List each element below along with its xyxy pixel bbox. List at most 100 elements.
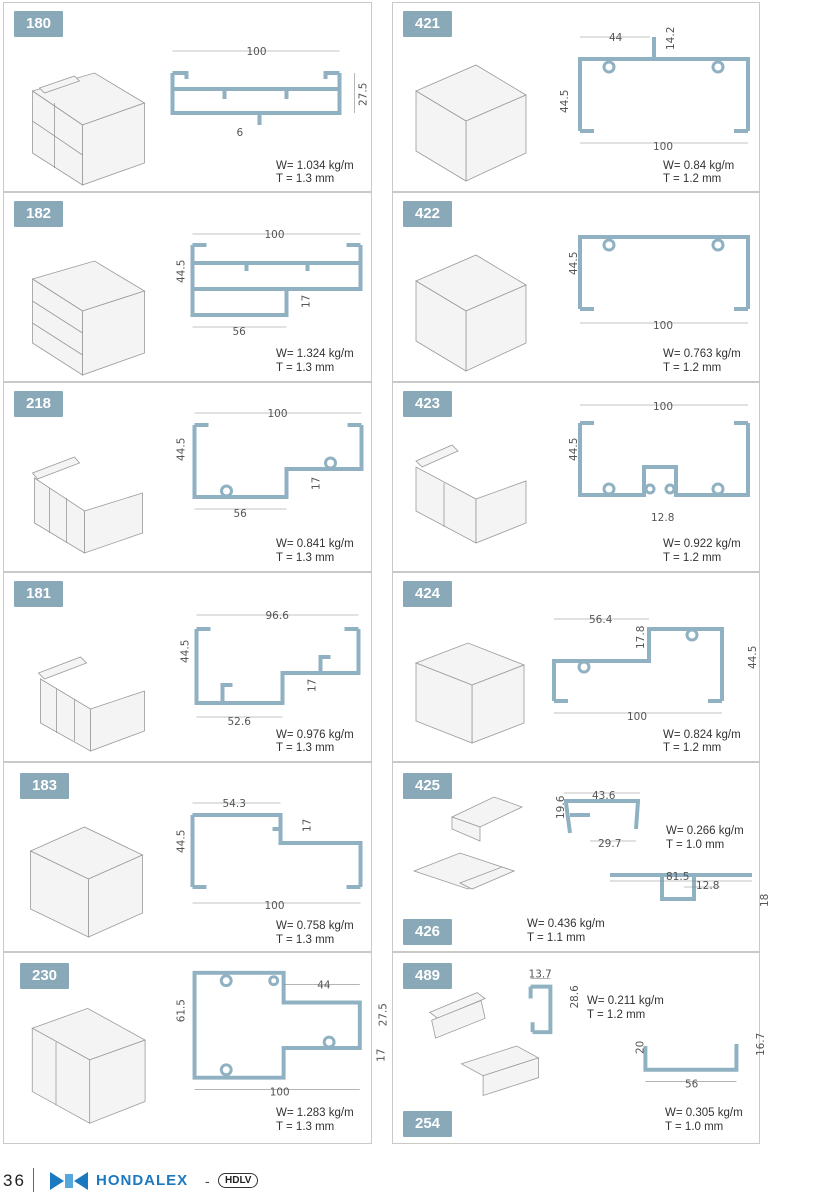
- dimension-label: 17: [376, 1049, 388, 1062]
- weight-spec: W= 0.211 kg/m: [587, 995, 664, 1007]
- profile-code-tag: 425: [403, 773, 453, 799]
- dimension-label: 44.5: [176, 260, 188, 283]
- dimension-label: 6: [237, 127, 244, 139]
- dimension-label: 44.5: [747, 646, 759, 669]
- dimension-label: 44.5: [180, 640, 192, 663]
- thickness-spec: T = 1.3 mm: [276, 173, 335, 185]
- profile-illustration: 100 44.5 17 56: [31, 408, 364, 554]
- dimension-label: 12.8: [696, 880, 719, 892]
- profile-illustration: 54.3 44.5 17 100: [29, 798, 363, 938]
- dimension-label: 56: [234, 508, 248, 520]
- profile-card-421: 421 44 14.2 44.5 100 W= 0.84 kg/m T = 1.…: [392, 2, 760, 192]
- weight-spec: W= 1.324 kg/m: [276, 348, 354, 360]
- profile-illustration: 100 27.5 6: [31, 46, 370, 186]
- weight-spec: W= 1.034 kg/m: [276, 160, 354, 172]
- thickness-spec: T = 1.2 mm: [587, 1009, 646, 1021]
- page-number: 36: [3, 1171, 26, 1190]
- profile-code-tag: 424: [403, 581, 453, 607]
- dimension-label: 44.5: [176, 438, 188, 461]
- dimension-label: 54.3: [223, 798, 246, 810]
- brand-name: HONDALEX: [96, 1172, 189, 1189]
- dimension-label: 96.6: [266, 610, 290, 622]
- dimension-label: 27.5: [358, 83, 370, 106]
- weight-spec: W= 0.305 kg/m: [665, 1107, 743, 1119]
- dimension-label: 44: [317, 980, 331, 992]
- profile-code-tag: 180: [14, 11, 64, 37]
- profile-card-424: 424 56.4 17.8 44.5 100 W= 0.824 kg/m T =…: [392, 572, 760, 762]
- dimension-label: 17: [311, 477, 323, 490]
- profile-code-tag: 423: [403, 391, 453, 417]
- profile-card-181: 181 96.6 44.5 17 52.6 W= 0.976 kg/m T = …: [3, 572, 372, 762]
- weight-spec: W= 0.763 kg/m: [663, 348, 741, 360]
- dimension-label: 61.5: [176, 999, 188, 1022]
- dimension-label: 100: [268, 408, 288, 420]
- dimension-label: 44.5: [176, 830, 188, 853]
- profile-illustration: 100 44.5 12.8: [415, 401, 750, 544]
- dimension-label: 16.7: [755, 1033, 767, 1056]
- dimension-label: 17: [301, 295, 313, 308]
- dimension-label: 100: [270, 1087, 290, 1099]
- profile-card-218: 218 100 44.5 17 56 W= 0.841 kg/m T = 1.3…: [3, 382, 372, 572]
- thickness-spec: T = 1.2 mm: [663, 362, 722, 374]
- profile-illustration: 56.4 17.8 44.5 100: [414, 614, 759, 744]
- thickness-spec: T = 1.3 mm: [276, 934, 335, 946]
- weight-spec: W= 0.266 kg/m: [666, 825, 744, 837]
- profile-card-180: 180 100 27.5 6 W= 1.034 kg/m T = 1.3 mm: [3, 2, 372, 192]
- profile-illustration: 43.6 19.6 29.7 81.5 12.8 18: [412, 790, 771, 907]
- dimension-label: 100: [627, 711, 647, 723]
- dimension-label: 100: [247, 46, 267, 58]
- profile-card-489-254: 489 254 13.7 28.6 20 16.7 56 W= 0.211 kg…: [392, 952, 767, 1144]
- dimension-label: 17: [307, 679, 319, 692]
- dimension-label: 17.8: [635, 626, 647, 649]
- dimension-label: 100: [653, 320, 673, 332]
- profile-code-tag: 421: [403, 11, 453, 37]
- profile-illustration: 44.5 100: [415, 235, 750, 372]
- thickness-spec: T = 1.2 mm: [663, 173, 722, 185]
- dimension-label: 19.6: [555, 795, 567, 819]
- thickness-spec: T = 1.1 mm: [527, 932, 586, 944]
- weight-spec: W= 0.922 kg/m: [663, 538, 741, 550]
- weight-spec: W= 0.976 kg/m: [276, 729, 354, 741]
- dimension-label: 100: [653, 141, 673, 153]
- dimension-label: 29.7: [598, 838, 621, 850]
- weight-spec: W= 0.824 kg/m: [663, 729, 741, 741]
- weight-spec: W= 0.436 kg/m: [527, 918, 605, 930]
- dimension-label: 17: [302, 819, 314, 832]
- dimension-label: 20: [634, 1041, 646, 1054]
- thickness-spec: T = 1.3 mm: [276, 362, 335, 374]
- weight-spec: W= 0.84 kg/m: [663, 160, 735, 172]
- weight-spec: W= 1.283 kg/m: [276, 1107, 354, 1119]
- profile-code-tag: 182: [14, 201, 64, 227]
- thickness-spec: T = 1.0 mm: [665, 1121, 724, 1133]
- profile-card-183: 183 54.3 44.5 17 100 W= 0.758 kg/m T = 1…: [3, 762, 372, 952]
- weight-spec: W= 0.758 kg/m: [276, 920, 354, 932]
- profile-code-tag: 230: [20, 963, 70, 989]
- dimension-label: 56: [233, 326, 247, 338]
- thickness-spec: T = 1.0 mm: [666, 839, 725, 851]
- profile-code-tag: 218: [14, 391, 64, 417]
- brand-separator: -: [205, 1173, 210, 1189]
- profile-card-182: 182 100 44.5 17 56 W= 1.324 kg/m T = 1.3…: [3, 192, 372, 382]
- dimension-label: 56.4: [589, 614, 613, 626]
- profile-illustration: 100 44.5 17 56: [31, 229, 363, 376]
- dimension-label: 56: [685, 1079, 698, 1091]
- dimension-label: 12.8: [651, 512, 674, 524]
- dimension-label: 100: [265, 229, 285, 241]
- dimension-label: 14.2: [665, 27, 677, 50]
- profile-code-tag: 426: [403, 919, 453, 945]
- profile-code-tag: 254: [403, 1111, 453, 1137]
- profile-illustration: 96.6 44.5 17 52.6: [37, 610, 361, 752]
- dimension-label: 44.5: [568, 252, 580, 275]
- hondalex-logo-icon: [50, 1172, 88, 1190]
- profile-code-tag: 489: [403, 963, 453, 989]
- hdlv-logo: HDLV: [218, 1173, 259, 1188]
- dimension-label: 28.6: [569, 985, 581, 1008]
- dimension-label: 81.5: [666, 871, 689, 883]
- profile-code-tag: 181: [14, 581, 64, 607]
- dimension-label: 100: [653, 401, 673, 413]
- dimension-label: 44.5: [559, 90, 571, 113]
- profile-code-tag: 183: [20, 773, 70, 799]
- profile-card-422: 422 44.5 100 W= 0.763 kg/m T = 1.2 mm: [392, 192, 760, 382]
- thickness-spec: T = 1.2 mm: [663, 742, 722, 754]
- dimension-label: 13.7: [529, 969, 552, 981]
